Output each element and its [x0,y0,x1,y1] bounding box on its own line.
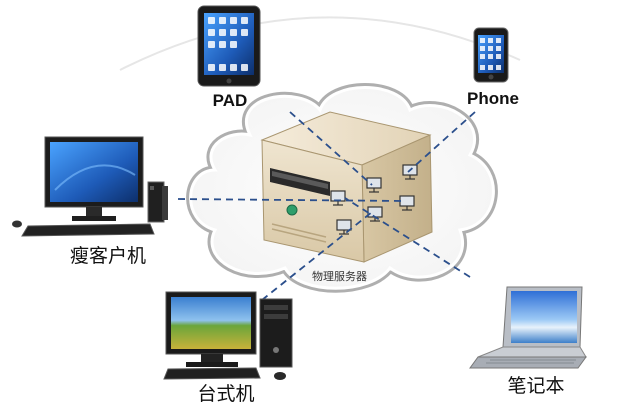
pad-tablet-icon [197,5,261,87]
label-server: 物理服务器 [312,269,367,283]
vm-icon [336,219,352,235]
label-phone: Phone [467,89,519,108]
background-arc [119,16,521,71]
label-thin-client: 瘦客户机 [70,245,146,267]
vm-icon [366,177,382,193]
phone-icon [473,27,509,83]
label-desktop: 台式机 [197,383,254,405]
connection-lines [177,111,476,301]
label-laptop: 笔记本 [507,375,564,397]
physical-server-icon [260,111,433,263]
connection-line-phone [407,111,476,173]
connection-line-laptop [344,197,471,278]
connection-line-thin-client [177,198,406,202]
thin-client-icon [12,136,168,237]
connection-line-pad [289,111,373,186]
label-pad: PAD [213,91,248,110]
desktop-computer-icon [163,291,293,380]
laptop-icon [469,286,587,369]
